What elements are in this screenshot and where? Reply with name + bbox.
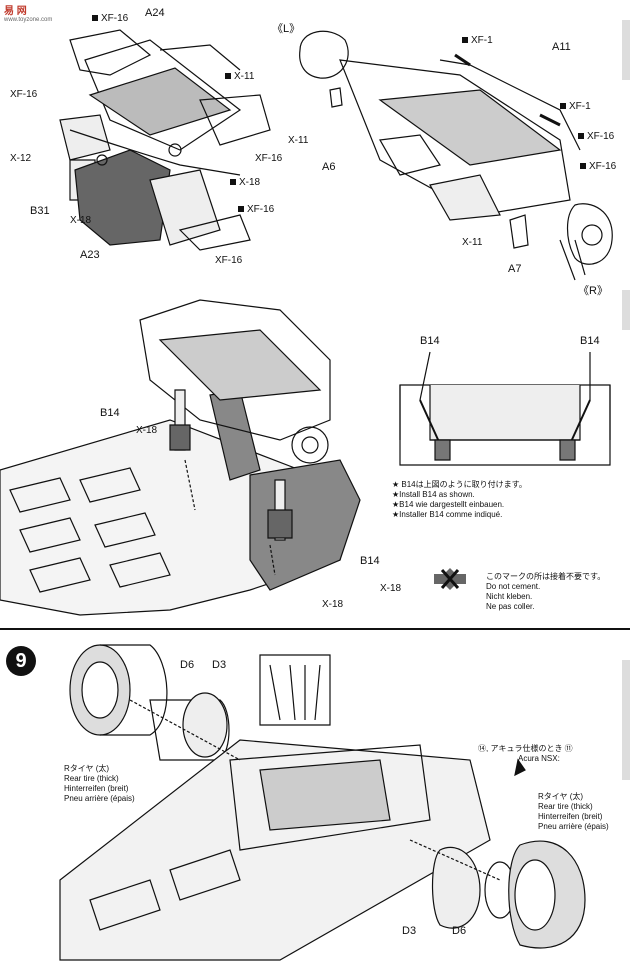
right-tire-fr: Pneu arrière (épais): [538, 822, 609, 831]
acura-note-jp: ⑭, アキュラ仕様のとき ⑪: [478, 744, 573, 753]
label-x11: X-11: [288, 135, 309, 146]
b14-note-jp: ★ B14は上図のように取り付けます。: [392, 480, 527, 489]
divider-step9: [0, 628, 630, 630]
label-x12: X-12: [10, 153, 32, 164]
step-number: 9: [6, 646, 36, 676]
b14-note-en: ★Install B14 as shown.: [392, 490, 475, 499]
label-a6: A6: [322, 161, 336, 173]
panel1-front-suspension: [59, 29, 271, 251]
label-b14-diagram-right: B14: [580, 335, 600, 347]
right-tire-caption: Rタイヤ (太) Rear tire (thick) Hinterreifen …: [538, 792, 609, 832]
acura-note: ⑭, アキュラ仕様のとき ⑪ Acura NSX:: [478, 744, 573, 764]
label-xf16: XF-16: [255, 153, 283, 164]
label-a11: A11: [552, 41, 571, 53]
watermark-text: 易 网: [4, 6, 27, 17]
label-b31: B31: [30, 205, 50, 217]
label-b14: B14: [100, 407, 120, 419]
left-tire-de: Hinterreifen (breit): [64, 784, 129, 793]
label-right: 《R》: [578, 285, 608, 297]
label-a23: A23: [80, 249, 100, 261]
no-cement-de: Nicht kleben.: [486, 592, 533, 601]
b14-note-de: ★B14 wie dargestellt einbauen.: [392, 500, 505, 509]
label-x18: X-18: [380, 583, 402, 594]
no-cement-en: Do not cement.: [486, 582, 541, 591]
label-left: 《L》: [272, 23, 301, 35]
label-xf16: XF-16: [580, 162, 616, 172]
right-tire-de: Hinterreifen (breit): [538, 812, 603, 821]
no-cement-note: このマークの所は接着不要です。 Do not cement. Nicht kle…: [486, 572, 605, 612]
label-x11: X-11: [225, 72, 254, 82]
left-tire-jp: Rタイヤ (太): [64, 764, 110, 773]
left-tire-caption: Rタイヤ (太) Rear tire (thick) Hinterreifen …: [64, 764, 135, 804]
left-tire-fr: Pneu arrière (épais): [64, 794, 135, 803]
label-xf16: XF-16: [92, 14, 128, 24]
label-xf16: XF-16: [215, 255, 243, 266]
label-d6: D6: [180, 659, 195, 671]
no-cement-fr: Ne pas coller.: [486, 602, 535, 611]
label-d6: D6: [452, 925, 467, 937]
b14-install-note: ★ B14は上図のように取り付けます。 ★Install B14 as show…: [392, 480, 527, 520]
watermark-url: www.toyzone.com: [4, 17, 53, 23]
step9-rear-tires: [59, 644, 586, 961]
label-x18: X-18: [230, 178, 260, 188]
right-tire-jp: Rタイヤ (太): [538, 792, 584, 801]
no-cement-icon: [434, 568, 466, 590]
label-d3: D3: [402, 925, 417, 937]
label-x11: X-11: [462, 237, 483, 248]
label-xf16: XF-16: [578, 132, 614, 142]
label-xf1: XF-1: [560, 102, 591, 112]
panel2-rear-suspension: [299, 30, 613, 281]
label-xf1: XF-1: [462, 36, 493, 46]
page-edge-marker: [622, 660, 630, 780]
page-edge-marker: [622, 20, 630, 80]
watermark-logo: 易 网 www.toyzone.com: [4, 2, 52, 23]
label-a7: A7: [508, 263, 522, 275]
b14-note-fr: ★Installer B14 comme indiqué.: [392, 510, 503, 519]
label-xf16: XF-16: [238, 205, 274, 215]
right-tire-en: Rear tire (thick): [538, 802, 593, 811]
label-a24: A24: [145, 7, 165, 19]
label-b14-diagram-left: B14: [420, 335, 440, 347]
no-cement-jp: このマークの所は接着不要です。: [486, 572, 606, 581]
label-b14: B14: [360, 555, 380, 567]
label-x18: X-18: [136, 425, 158, 436]
label-d3: D3: [212, 659, 227, 671]
panel3-b14-installation: [0, 299, 611, 616]
acura-note-en: Acura NSX:: [518, 754, 560, 763]
label-x18: X-18: [322, 599, 344, 610]
page-edge-marker: [622, 290, 630, 330]
label-x18: X-18: [70, 215, 92, 226]
label-xf16: XF-16: [10, 89, 38, 100]
left-tire-en: Rear tire (thick): [64, 774, 119, 783]
